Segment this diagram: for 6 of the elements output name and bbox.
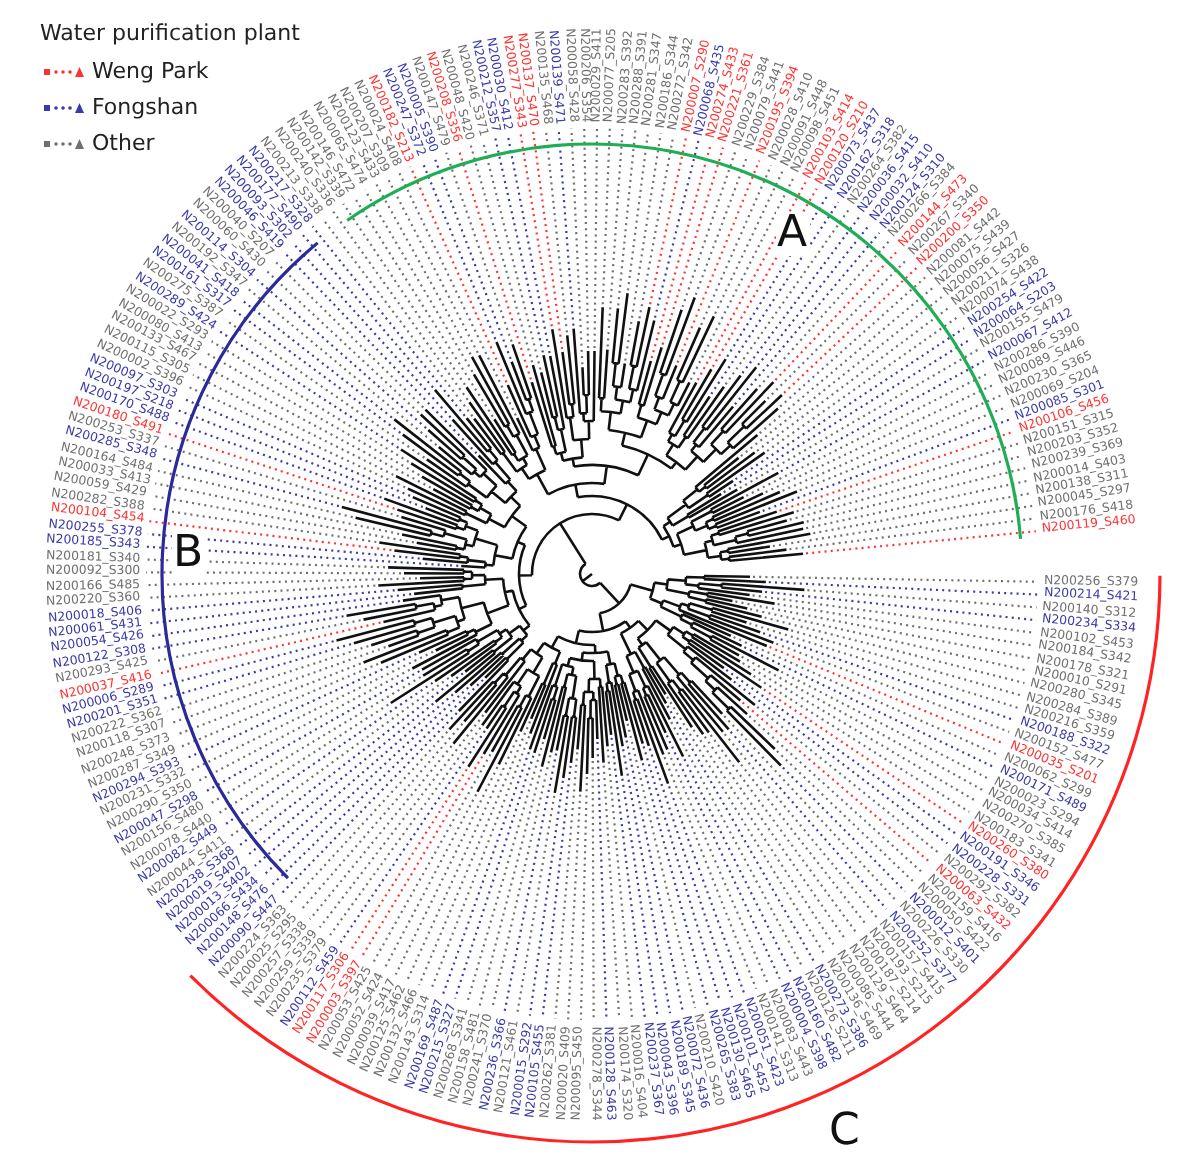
legend-title: Water purification plant (40, 20, 300, 46)
legend-label: Fongshan (92, 94, 199, 120)
legend-label: Other (92, 130, 155, 156)
clade-letter: A (775, 212, 810, 256)
clade-letter: B (171, 532, 206, 576)
legend-label: Weng Park (92, 58, 209, 84)
